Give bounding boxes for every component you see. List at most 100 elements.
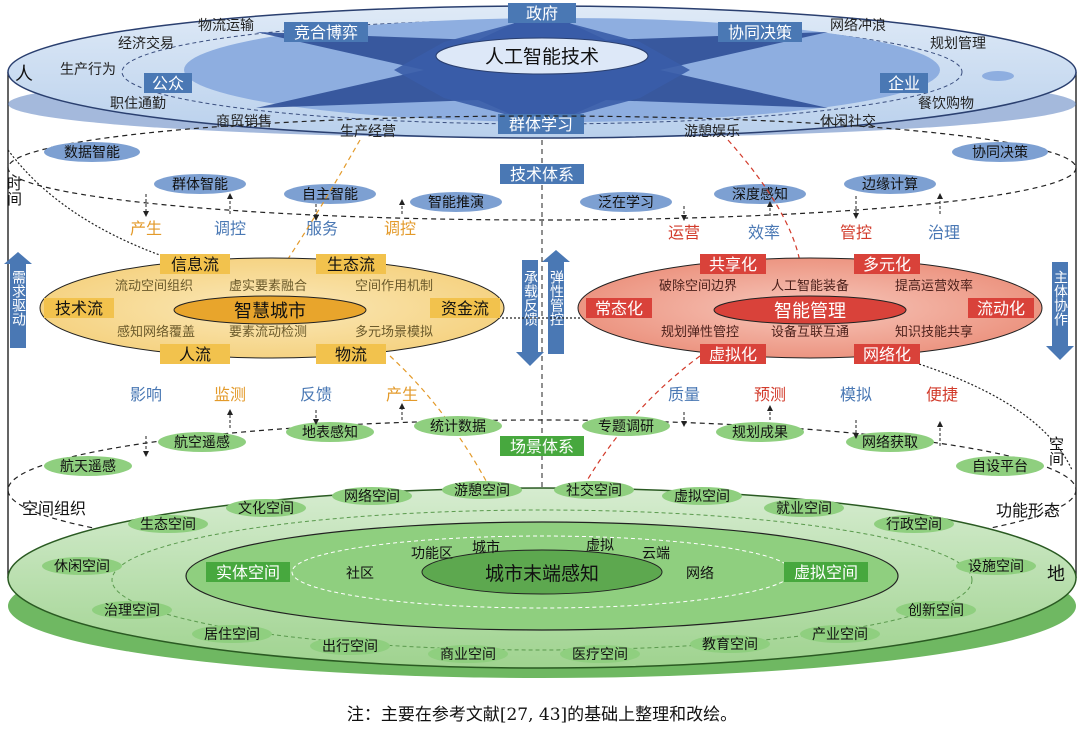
flow-label: 资金流 [441, 299, 489, 318]
smart-city-item: 要素流动检测 [229, 325, 307, 340]
smart-city-item: 流动空间组织 [115, 279, 193, 294]
tech-layer-ring [7, 115, 1077, 221]
smart-mgmt-tags: 共享化 多元化 常态化 流动化 虚拟化 网络化 [595, 255, 1025, 364]
scene-verb-left: 反馈 [300, 385, 332, 404]
space-item: 商业空间 [440, 647, 496, 663]
ring-label: 网络冲浪 [830, 18, 886, 34]
demand-label: 需求驱动 [10, 270, 26, 327]
scene-verbs: 影响 监测 反馈 产生 质量 预测 模拟 便捷 [130, 385, 958, 404]
scene-node: 自设平台 [972, 459, 1028, 475]
ground-side-label: 地 [1047, 564, 1065, 585]
scene-verb-left: 监测 [214, 385, 246, 404]
time-label-1: 时间 [5, 176, 23, 207]
ring-label: 物流运输 [198, 18, 254, 34]
scene-verb-left: 产生 [386, 385, 418, 404]
mgmt-tag: 虚拟化 [709, 345, 757, 364]
space-item: 文化空间 [238, 501, 294, 517]
tech-title-box [500, 164, 584, 184]
tech-verb-right: 管控 [840, 223, 872, 242]
flow-label: 生态流 [327, 255, 375, 274]
space-item: 产业空间 [812, 627, 868, 643]
smart-mgmt-disc [577, 254, 1043, 364]
scene-node: 航空遥感 [174, 434, 230, 451]
flow-label: 信息流 [171, 255, 219, 274]
smart-city-item: 感知网络覆盖 [117, 324, 195, 340]
tech-verb-right: 效率 [748, 223, 780, 242]
function-form-label: 功能形态 [996, 501, 1060, 520]
tech-node: 泛在学习 [598, 195, 654, 211]
star-label-group-learning: 群体学习 [509, 115, 573, 134]
tech-node: 边缘计算 [862, 177, 918, 193]
inner-word: 社区 [346, 566, 374, 582]
scene-verb-left: 影响 [130, 385, 162, 404]
scene-node: 规划成果 [732, 425, 788, 441]
mgmt-tag: 多元化 [863, 255, 911, 274]
scene-title: 场景体系 [510, 437, 574, 456]
top-side-label: 人 [15, 64, 33, 85]
mgmt-item: 设备互联互通 [771, 324, 849, 340]
ring-label: 生产经营 [340, 124, 396, 140]
tech-node: 协同决策 [972, 144, 1028, 161]
scene-verb-right: 便捷 [926, 385, 958, 404]
inner-word: 云端 [642, 546, 670, 562]
space-item: 生态空间 [140, 517, 196, 533]
mgmt-item: 提高运营效率 [895, 278, 973, 294]
smart-city-item: 空间作用机制 [355, 279, 433, 294]
space-organization-label: 空间组织 [22, 499, 86, 518]
star-label-public: 公众 [152, 74, 184, 93]
figure-caption: 注：主要在参考文献[27, 43]的基础上整理和改绘。 [346, 705, 738, 725]
tech-node: 群体智能 [172, 177, 228, 193]
tech-node: 深度感知 [732, 186, 788, 203]
carry-label: 承载反馈 [522, 270, 538, 326]
tech-verbs: 产生 调控 服务 调控 运营 效率 管控 治理 [130, 219, 960, 242]
tech-verb-right: 治理 [928, 223, 960, 242]
tech-node: 数据智能 [64, 145, 120, 161]
ground-spaces: 网络空间 游憩空间 社交空间 虚拟空间 文化空间 就业空间 生态空间 行政空间 … [42, 481, 1036, 663]
tech-verb-left: 服务 [306, 219, 338, 238]
mgmt-tag: 流动化 [977, 299, 1025, 318]
star-label-enterprise: 企业 [888, 74, 920, 93]
ground-inner-words: 功能区 城市 社区 虚拟 云端 网络 [346, 538, 714, 582]
inner-word: 城市 [472, 539, 500, 556]
tech-verb-left: 调控 [384, 219, 416, 238]
space-item: 治理空间 [104, 603, 160, 619]
tech-verb-left: 调控 [214, 219, 246, 238]
mgmt-item: 知识技能共享 [895, 324, 973, 340]
top-ring-labels: 物流运输 经济交易 网络冲浪 规划管理 生产行为 职住通勤 餐饮购物 商贸销售 … [60, 18, 986, 140]
smart-city-item: 多元场景模拟 [355, 324, 433, 340]
space-item: 社交空间 [566, 482, 622, 499]
ring-label: 经济交易 [118, 35, 174, 52]
smart-city-item: 虚实要素融合 [229, 279, 307, 294]
virtual-space-label: 虚拟空间 [794, 563, 858, 582]
side-arrows [4, 250, 1074, 366]
elastic-label: 弹性管控 [548, 270, 564, 326]
space-item: 设施空间 [968, 559, 1024, 575]
ring-label: 休闲社交 [820, 113, 876, 130]
scene-node: 网络获取 [862, 435, 918, 451]
tech-title: 技术体系 [510, 165, 574, 184]
tech-verb-right: 运营 [668, 223, 700, 242]
ground-disc [7, 487, 1077, 678]
scene-nodes: 航天遥感 航空遥感 地表感知 统计数据 专题调研 规划成果 网络获取 自设平台 [44, 416, 1044, 476]
smart-city-center: 智慧城市 [234, 301, 306, 322]
tech-verb-left: 产生 [130, 219, 162, 238]
ring-label: 职住通勤 [110, 96, 166, 112]
smart-mgmt-items: 破除空间边界 人工智能装备 提高运营效率 规划弹性管控 设备互联互通 知识技能共… [659, 278, 973, 340]
tech-nodes: 数据智能 群体智能 自主智能 智能推演 泛在学习 深度感知 边缘计算 协同决策 [44, 142, 1048, 212]
space-item: 休闲空间 [54, 559, 110, 575]
flow-label: 技术流 [55, 299, 103, 318]
star-label-cooperation: 协同决策 [728, 23, 792, 42]
space-item: 医疗空间 [572, 647, 628, 663]
real-space-label: 实体空间 [216, 563, 280, 582]
smart-city-disc [39, 254, 505, 364]
tech-node: 自主智能 [302, 187, 358, 203]
ring-label: 餐饮购物 [918, 96, 974, 112]
space-item: 教育空间 [702, 637, 758, 653]
ground-center: 城市末端感知 [485, 563, 599, 585]
space-label: 空间 [1047, 436, 1065, 467]
space-item: 网络空间 [344, 489, 400, 505]
inner-word: 虚拟 [586, 538, 614, 554]
tech-node: 智能推演 [428, 195, 484, 211]
scene-verb-right: 模拟 [840, 385, 872, 404]
scene-node: 地表感知 [302, 424, 358, 441]
